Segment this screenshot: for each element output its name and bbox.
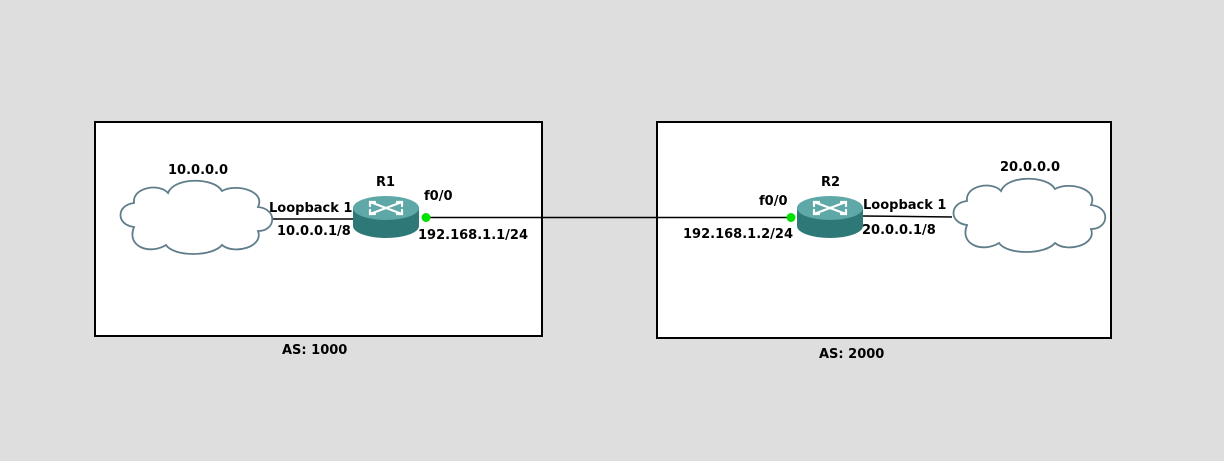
interface-name-label: f0/0 <box>759 194 788 209</box>
port-status-dot <box>786 213 796 222</box>
interface-name-label: Loopback 1 <box>269 201 353 216</box>
as-zone-label: AS: 2000 <box>819 347 885 362</box>
cloud-icon[interactable] <box>119 179 274 255</box>
link-r2-cloud2[interactable] <box>861 215 953 218</box>
interface-name-label: Loopback 1 <box>863 198 947 213</box>
interface-ip-label: 192.168.1.1/24 <box>418 228 529 243</box>
port-status-dot <box>421 213 431 222</box>
router-icon[interactable] <box>797 196 863 238</box>
interface-ip-label: 20.0.0.1/8 <box>862 223 936 238</box>
cloud-icon[interactable] <box>952 177 1107 253</box>
router-icon[interactable] <box>353 196 419 238</box>
as-zone-label: AS: 1000 <box>282 343 348 358</box>
interface-name-label: f0/0 <box>424 189 453 204</box>
cloud-label: 10.0.0.0 <box>168 163 229 178</box>
cloud-label: 20.0.0.0 <box>1000 160 1061 175</box>
router-name-label: R1 <box>376 175 396 190</box>
interface-ip-label: 192.168.1.2/24 <box>683 227 794 242</box>
interface-ip-label: 10.0.0.1/8 <box>277 224 351 239</box>
router-name-label: R2 <box>821 175 841 190</box>
